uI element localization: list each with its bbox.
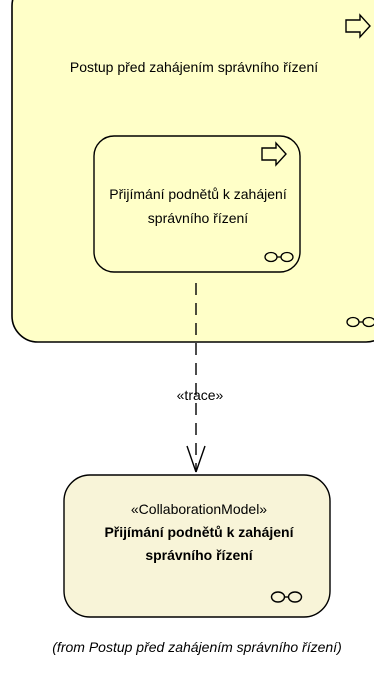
- trace-arrowhead-icon: [186, 445, 206, 473]
- inner-process-title: Přijímání podnětů k zahájení správního ř…: [109, 186, 287, 226]
- inner-goggles-icon: [264, 251, 294, 263]
- collaboration-model-stereotype: «CollaborationModel»: [130, 501, 268, 517]
- from-package-note: (from Postup před zahájením správního ří…: [52, 639, 342, 655]
- collaboration-model-label: «CollaborationModel» Přijímání podnětů k…: [64, 498, 334, 567]
- collaboration-model-name-line1: Přijímání podnětů k zahájení: [104, 524, 294, 540]
- model-goggles-icon: [270, 591, 303, 603]
- collaboration-model-box[interactable]: [63, 474, 331, 618]
- outer-goggles-icon: [346, 316, 374, 328]
- collaboration-model-name-line2: správního řízení: [145, 547, 253, 563]
- trace-label: «trace»: [176, 387, 224, 403]
- outer-process-title: Postup před zahájením správního řízení: [69, 59, 319, 75]
- outer-process-arrow-icon: [345, 13, 371, 39]
- inner-process-arrow-icon: [261, 141, 287, 167]
- inner-process-box[interactable]: [93, 135, 301, 273]
